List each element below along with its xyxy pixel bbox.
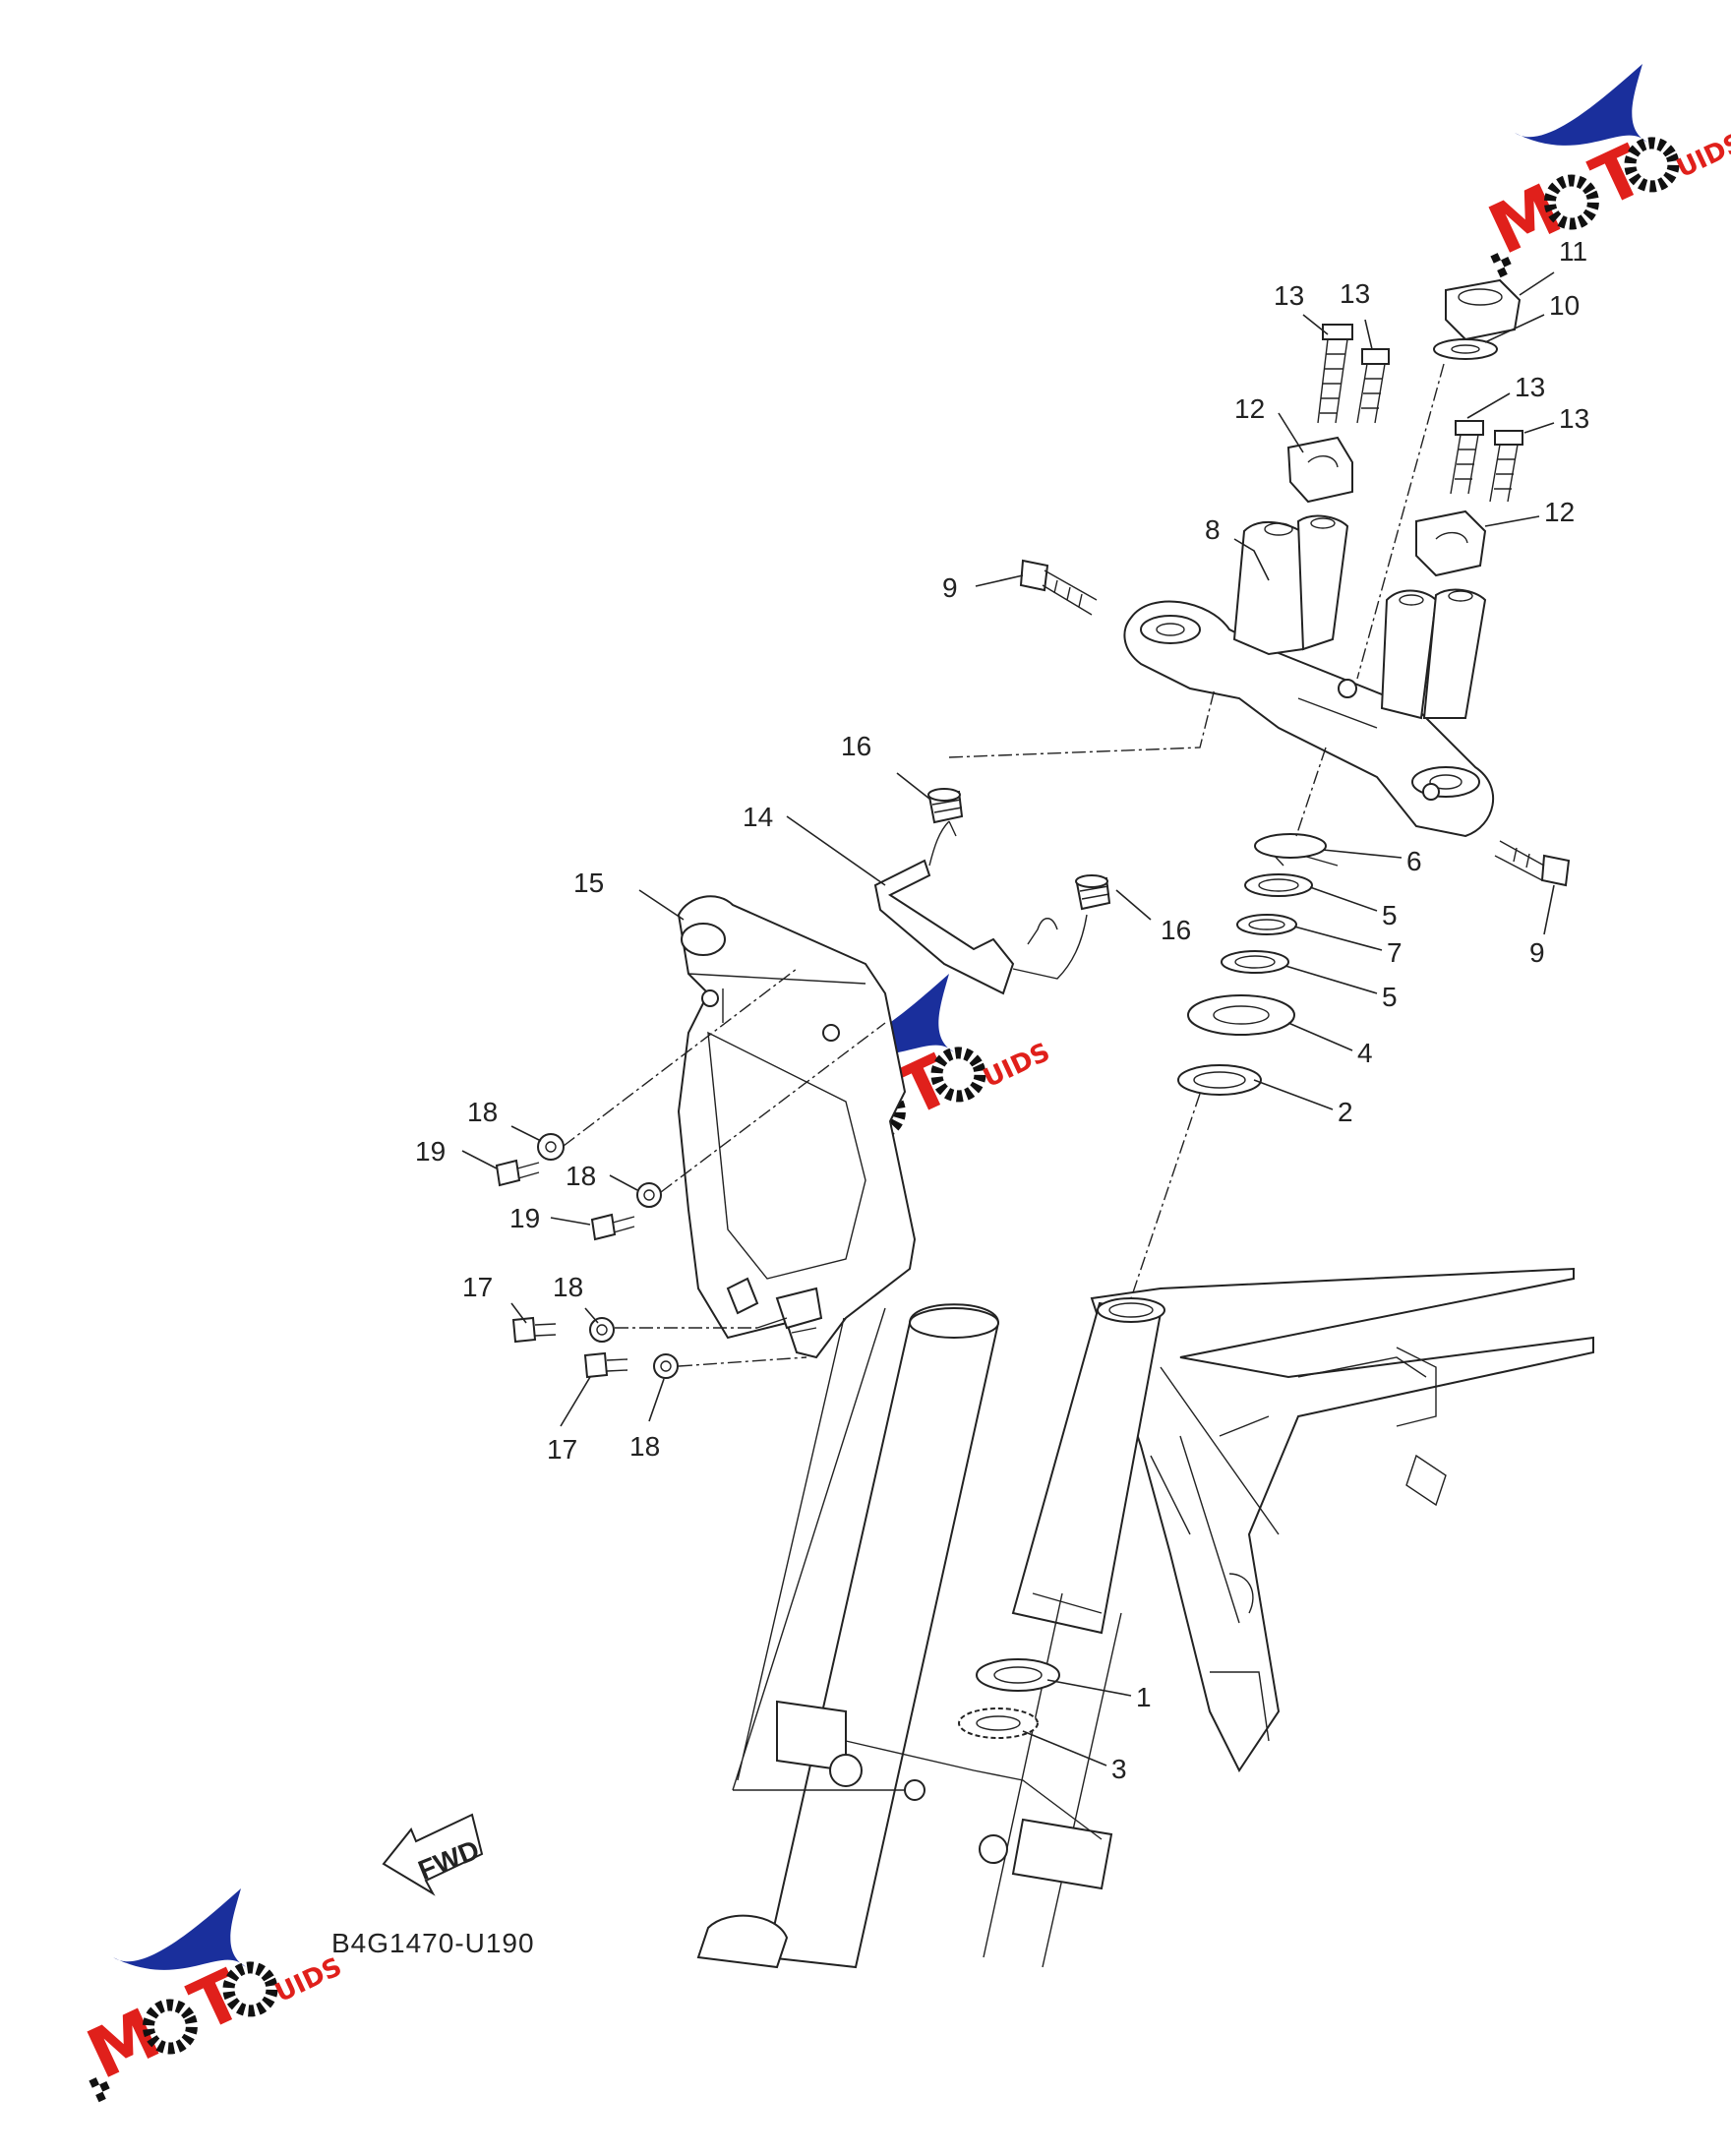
upper-bracket-8 bbox=[1123, 514, 1494, 838]
callout-11: 11 bbox=[1559, 236, 1587, 267]
callout-6: 6 bbox=[1406, 846, 1422, 876]
lock-washer-6 bbox=[1254, 833, 1327, 859]
bolt-13a bbox=[1317, 324, 1353, 424]
moto-guids-logo-bottom-left bbox=[64, 1888, 349, 2102]
leader-lines bbox=[461, 271, 1555, 1767]
callout-13-d: 13 bbox=[1559, 403, 1589, 434]
callout-14: 14 bbox=[743, 802, 773, 832]
bolt-17a bbox=[511, 1316, 557, 1344]
callout-13-a: 13 bbox=[1274, 280, 1304, 311]
callout-15: 15 bbox=[573, 868, 604, 898]
bolt-17b bbox=[583, 1351, 628, 1379]
handlebar-holder-12b bbox=[1415, 509, 1487, 577]
diagram-code: B4G1470-U190 bbox=[331, 1928, 535, 1958]
washer-18b bbox=[636, 1182, 662, 1208]
washer-18a bbox=[537, 1133, 565, 1161]
bolt-13b bbox=[1356, 348, 1390, 424]
callout-7: 7 bbox=[1387, 937, 1403, 968]
moto-guids-logo-top-right bbox=[1465, 64, 1731, 277]
headlight-bracket-15 bbox=[677, 895, 917, 1359]
steering-head-tube bbox=[1011, 1297, 1165, 1635]
bearing-2 bbox=[1177, 1064, 1262, 1096]
callout-numbers: 1 2 3 4 5 5 6 7 8 9 9 10 11 12 12 13 13 … bbox=[415, 236, 1589, 1784]
callout-18-a: 18 bbox=[467, 1097, 498, 1127]
steering-stem-nut-11 bbox=[1445, 278, 1522, 341]
callout-5-upper: 5 bbox=[1382, 900, 1398, 930]
callout-10: 10 bbox=[1549, 290, 1580, 321]
ring-nut-5a bbox=[1244, 873, 1313, 897]
cover-4 bbox=[1187, 994, 1295, 1036]
callout-9-right: 9 bbox=[1529, 937, 1545, 968]
washer-7 bbox=[1236, 914, 1297, 935]
damper-16b bbox=[1075, 874, 1111, 911]
callout-8: 8 bbox=[1205, 514, 1221, 545]
ring-nut-5b bbox=[1221, 950, 1289, 974]
front-fork bbox=[696, 1303, 1122, 1969]
damper-16a bbox=[927, 788, 964, 824]
assembly-lines bbox=[563, 363, 1445, 1791]
frame bbox=[1090, 1267, 1594, 1772]
ball-race-3 bbox=[958, 1707, 1039, 1739]
callout-5-lower: 5 bbox=[1382, 982, 1398, 1012]
bearing-stack bbox=[1177, 833, 1339, 1096]
washer-18c bbox=[589, 1317, 615, 1343]
stay-14 bbox=[873, 820, 1088, 995]
callout-19-b: 19 bbox=[509, 1203, 540, 1233]
callout-17-upper: 17 bbox=[462, 1272, 493, 1302]
callout-3: 3 bbox=[1111, 1754, 1127, 1784]
callout-12-upper: 12 bbox=[1234, 393, 1265, 424]
fwd-arrow: FWD bbox=[382, 1813, 484, 1896]
callout-19-a: 19 bbox=[415, 1136, 446, 1167]
washer-10 bbox=[1433, 338, 1498, 360]
callout-16-upper: 16 bbox=[841, 731, 871, 761]
callout-13-b: 13 bbox=[1340, 278, 1370, 309]
callout-13-c: 13 bbox=[1515, 372, 1545, 402]
oil-seal-1 bbox=[976, 1658, 1060, 1692]
callout-2: 2 bbox=[1338, 1097, 1353, 1127]
callout-1: 1 bbox=[1136, 1682, 1152, 1712]
callout-18-c: 18 bbox=[553, 1272, 583, 1302]
bolt-19b bbox=[590, 1213, 635, 1241]
pinch-bolt-9a bbox=[1019, 559, 1098, 616]
callout-17-lower: 17 bbox=[547, 1434, 577, 1465]
callout-16-lower: 16 bbox=[1161, 915, 1191, 945]
bolt-13d bbox=[1489, 430, 1523, 503]
callout-4: 4 bbox=[1357, 1038, 1373, 1068]
pinch-bolt-9b bbox=[1494, 840, 1571, 887]
handlebar-holder-12a bbox=[1286, 436, 1353, 504]
callout-9-left: 9 bbox=[942, 572, 958, 603]
bolt-13c bbox=[1450, 420, 1484, 495]
bolt-19a bbox=[495, 1159, 540, 1187]
callout-12-lower: 12 bbox=[1544, 497, 1575, 527]
callout-18-d: 18 bbox=[629, 1431, 660, 1462]
callout-18-b: 18 bbox=[566, 1161, 596, 1191]
washer-18d bbox=[653, 1353, 679, 1379]
